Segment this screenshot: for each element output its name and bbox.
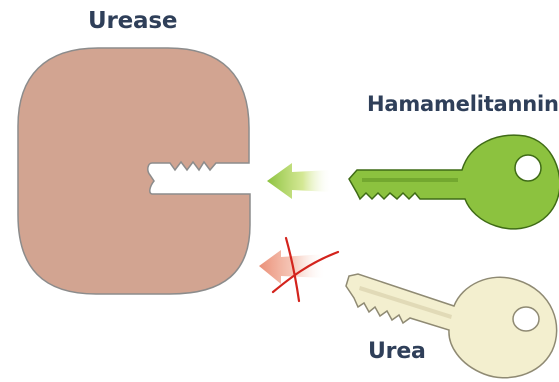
approach-arrow-green <box>267 163 332 199</box>
inhibitor-key-icon <box>349 135 559 229</box>
enzyme-label: Urease <box>88 8 177 34</box>
inhibitor-label: Hamamelitannin <box>367 92 559 116</box>
substrate-label: Urea <box>368 339 426 364</box>
enzyme-lock-shape <box>18 48 250 294</box>
